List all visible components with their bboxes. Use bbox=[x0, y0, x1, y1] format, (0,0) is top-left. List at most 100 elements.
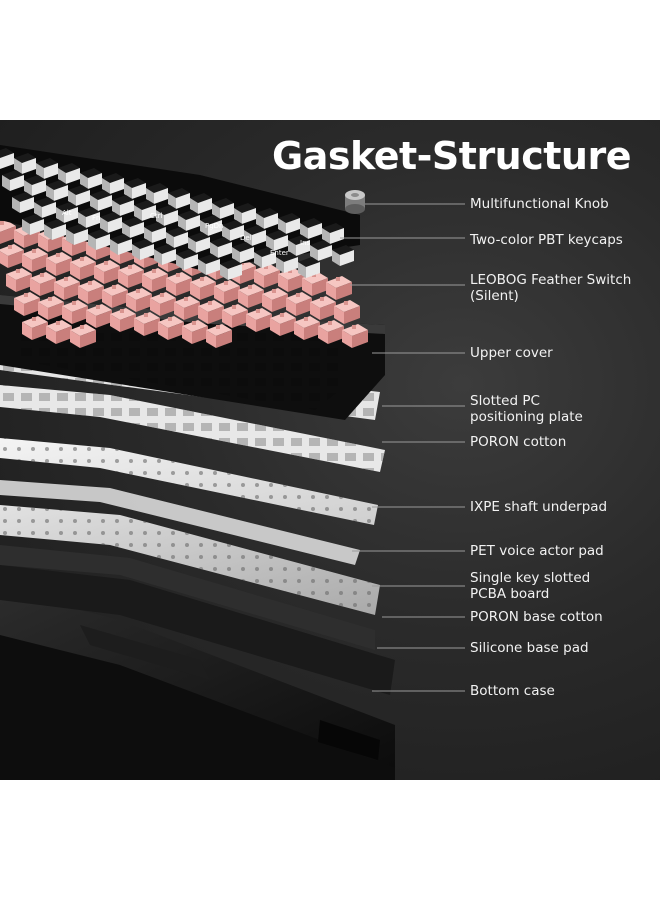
pink-switch bbox=[238, 284, 264, 308]
keycap bbox=[156, 205, 178, 226]
pink-switch bbox=[174, 296, 200, 320]
pink-switch bbox=[206, 324, 232, 348]
bottom-case-layer bbox=[0, 590, 395, 780]
callout-pcba: Single key slotted PCBA board bbox=[470, 570, 590, 602]
pink-switch bbox=[334, 300, 360, 324]
keycap bbox=[256, 208, 278, 229]
page-title: Gasket-Structure bbox=[272, 134, 632, 178]
pink-switch bbox=[254, 264, 280, 288]
keycap bbox=[144, 222, 166, 243]
switch-layer bbox=[0, 220, 368, 348]
ixpe-layer bbox=[0, 438, 378, 525]
pink-switch bbox=[6, 268, 32, 292]
pink-switch bbox=[46, 320, 72, 344]
pink-switch bbox=[214, 280, 240, 304]
pink-switch bbox=[46, 252, 72, 276]
pink-switch bbox=[182, 320, 208, 344]
keycap bbox=[24, 175, 46, 196]
keycap bbox=[254, 247, 276, 268]
keycap-legend: Del bbox=[240, 234, 252, 242]
pink-switch bbox=[286, 292, 312, 316]
keycap-legend: Enter bbox=[270, 249, 289, 257]
pink-switch bbox=[270, 312, 296, 336]
pink-switch bbox=[94, 260, 120, 284]
keycap bbox=[68, 185, 90, 206]
keycap bbox=[278, 213, 300, 234]
keycap bbox=[14, 153, 36, 174]
keycap bbox=[78, 207, 100, 228]
callout-switch: LEOBOG Feather Switch (Silent) bbox=[470, 272, 631, 304]
keycap bbox=[12, 192, 34, 213]
keycap bbox=[112, 195, 134, 216]
pet-pad-layer bbox=[0, 480, 360, 565]
callout-poron-base-text: PORON base cotton bbox=[470, 609, 603, 625]
pink-switch bbox=[102, 284, 128, 308]
pink-switch bbox=[118, 264, 144, 288]
callout-switch-text-1: LEOBOG Feather Switch bbox=[470, 272, 632, 288]
pink-switch bbox=[262, 288, 288, 312]
pink-switch bbox=[190, 276, 216, 300]
keycap bbox=[190, 193, 212, 214]
pink-switch bbox=[150, 292, 176, 316]
pink-switch bbox=[134, 312, 160, 336]
callout-silicone: Silicone base pad bbox=[470, 640, 589, 656]
pink-switch bbox=[326, 276, 352, 300]
keycap bbox=[332, 245, 354, 266]
keycap bbox=[44, 219, 66, 240]
pink-switch bbox=[126, 288, 152, 312]
keycap bbox=[22, 214, 44, 235]
keycap bbox=[134, 200, 156, 221]
keycap bbox=[46, 180, 68, 201]
keycap bbox=[110, 234, 132, 255]
pink-switch bbox=[54, 276, 80, 300]
pink-switch bbox=[302, 272, 328, 296]
pink-switch bbox=[78, 280, 104, 304]
keycap-legend: Alt bbox=[62, 209, 72, 217]
keycap bbox=[176, 249, 198, 270]
keycap bbox=[198, 254, 220, 275]
pink-switch bbox=[166, 272, 192, 296]
pink-switch bbox=[342, 324, 368, 348]
callout-ixpe: IXPE shaft underpad bbox=[470, 499, 607, 515]
callout-silicone-text: Silicone base pad bbox=[470, 640, 589, 656]
pink-switch bbox=[86, 304, 112, 328]
base-pads-layer bbox=[0, 545, 395, 695]
callout-keycaps: Two-color PBT keycaps bbox=[470, 232, 623, 248]
keycap bbox=[266, 230, 288, 251]
callout-pcba-text-1: Single key slotted bbox=[470, 570, 591, 586]
pink-switch bbox=[38, 296, 64, 320]
keycap bbox=[2, 170, 24, 191]
keycap bbox=[168, 188, 190, 209]
keycap bbox=[234, 203, 256, 224]
keycap bbox=[222, 220, 244, 241]
keycap-legend: Ins bbox=[300, 239, 311, 247]
keycap bbox=[0, 148, 14, 169]
callout-poron-cotton: PORON cotton bbox=[470, 434, 566, 450]
keycap bbox=[56, 202, 78, 223]
keycap bbox=[154, 244, 176, 265]
pink-switch bbox=[246, 308, 272, 332]
keycap bbox=[132, 239, 154, 260]
keycap bbox=[166, 227, 188, 248]
pink-switch bbox=[222, 304, 248, 328]
callout-poron-base: PORON base cotton bbox=[470, 609, 603, 625]
callout-switch-text-2: (Silent) bbox=[470, 288, 519, 304]
keycap bbox=[58, 163, 80, 184]
pink-switch bbox=[0, 244, 24, 268]
callout-bottom-case-text: Bottom case bbox=[470, 683, 555, 699]
pink-switch bbox=[110, 308, 136, 332]
pink-switch bbox=[22, 248, 48, 272]
pink-switch bbox=[0, 220, 16, 244]
callout-knob: Multifunctional Knob bbox=[470, 196, 609, 212]
pink-switch bbox=[158, 316, 184, 340]
callout-upper-cover: Upper cover bbox=[470, 345, 553, 361]
poron-cotton-layer bbox=[0, 385, 385, 472]
callout-pc-plate-text-2: positioning plate bbox=[470, 409, 583, 425]
pink-switch bbox=[62, 300, 88, 324]
pink-switch bbox=[294, 316, 320, 340]
keycap bbox=[298, 257, 320, 278]
pink-switch bbox=[70, 256, 96, 280]
keycap-legend: Ctrl bbox=[150, 212, 163, 220]
